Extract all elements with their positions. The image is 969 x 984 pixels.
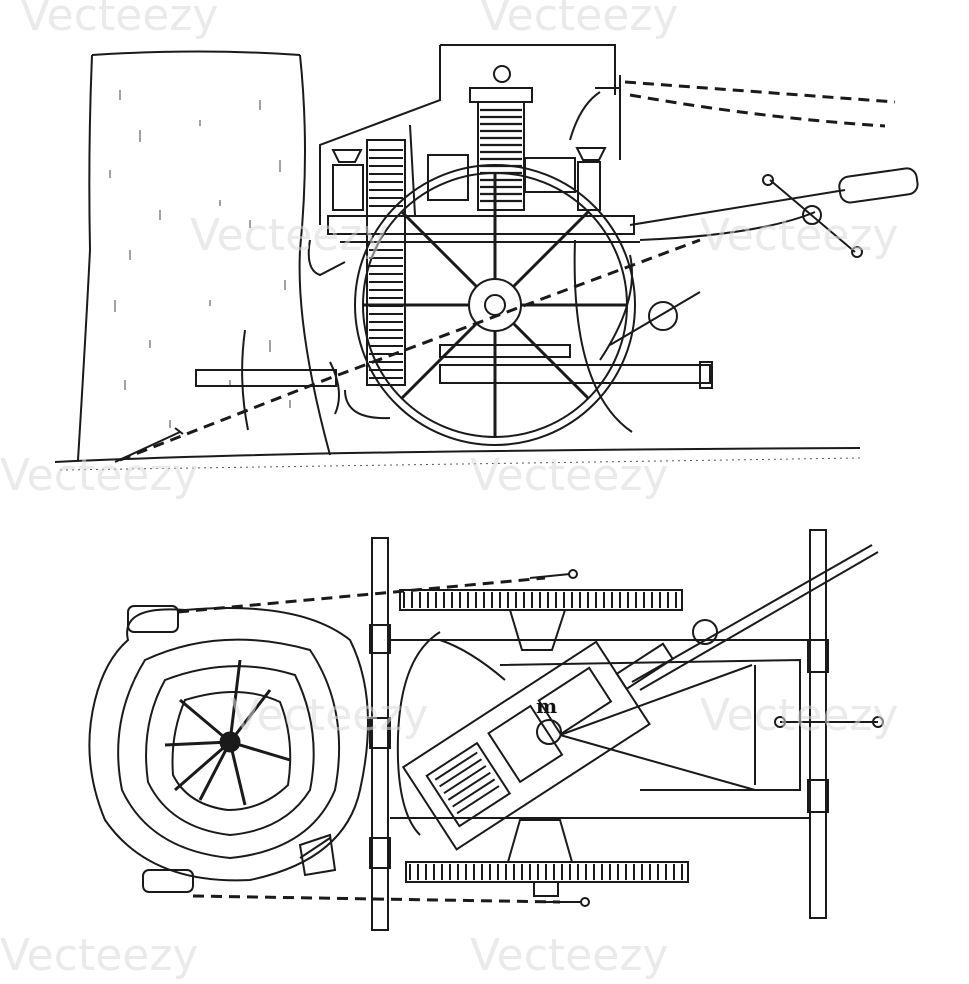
svg-text:Vecteezy: Vecteezy bbox=[470, 930, 668, 980]
watermark-layer: Vecteezy Vecteezy Vecteezy Vecteezy Vect… bbox=[0, 0, 898, 981]
stump-cross-section bbox=[88, 607, 369, 882]
part-label-m: m bbox=[536, 694, 557, 718]
plan-view: m bbox=[88, 529, 884, 931]
svg-text:Vecteezy: Vecteezy bbox=[20, 0, 218, 41]
rope-dashed bbox=[119, 238, 701, 462]
tree-trunk bbox=[77, 50, 331, 461]
toothed-rack-top bbox=[399, 589, 683, 611]
svg-text:Vecteezy: Vecteezy bbox=[0, 450, 198, 501]
central-cylinder bbox=[409, 65, 576, 216]
toothed-rack-bottom bbox=[405, 861, 689, 883]
svg-text:Vecteezy: Vecteezy bbox=[190, 210, 388, 261]
svg-text:Vecteezy: Vecteezy bbox=[0, 930, 198, 980]
svg-text:Vecteezy: Vecteezy bbox=[470, 450, 668, 501]
ground-line bbox=[54, 447, 861, 463]
side-elevation-view bbox=[54, 44, 919, 471]
svg-text:Vecteezy: Vecteezy bbox=[230, 690, 428, 741]
svg-text:Vecteezy: Vecteezy bbox=[700, 210, 898, 261]
svg-text:Vecteezy: Vecteezy bbox=[700, 690, 898, 741]
vertical-drum bbox=[366, 139, 406, 386]
machine-body bbox=[401, 640, 675, 851]
svg-text:Vecteezy: Vecteezy bbox=[480, 0, 678, 41]
